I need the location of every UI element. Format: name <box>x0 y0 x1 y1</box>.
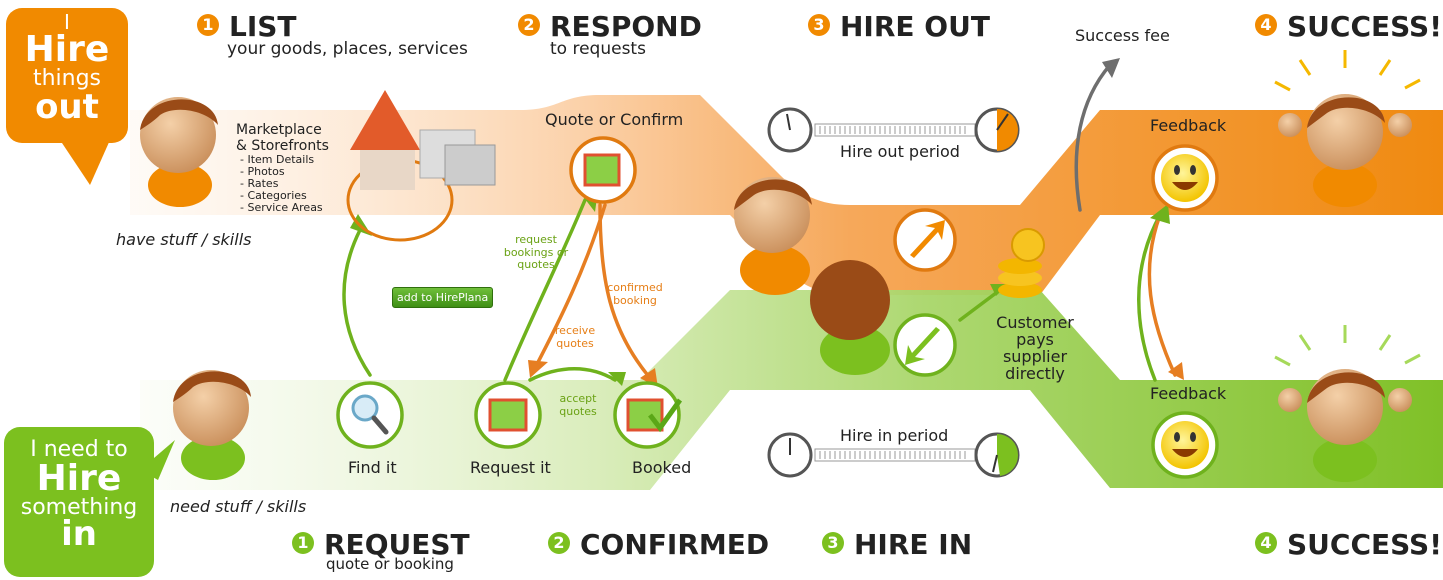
step-title: HIRE IN <box>854 528 973 561</box>
marketplace-item: - Item Details <box>240 153 315 166</box>
step-title: HIRE OUT <box>840 10 990 43</box>
customer-pays-line: pays <box>1016 330 1054 349</box>
step-number: 1 <box>292 532 314 554</box>
success-fee-label: Success fee <box>1075 26 1170 45</box>
feedback-bottom-label: Feedback <box>1150 384 1227 403</box>
step-number: 2 <box>518 14 540 36</box>
smiley-top <box>1151 144 1219 212</box>
arrow-label-line: quotes <box>559 404 597 418</box>
booked-label: Booked <box>632 458 692 477</box>
person-icon-success-bottom <box>1274 325 1421 482</box>
customer-pays-line: supplier <box>1002 347 1068 366</box>
customer-pays-text: Customer pays supplier directly <box>985 314 1085 382</box>
step-title: CONFIRMED <box>580 528 770 561</box>
step-number: 2 <box>548 532 570 554</box>
need-stuff-caption: need stuff / skills <box>170 497 307 516</box>
marketplace-item: - Photos <box>240 165 285 178</box>
arrow-label-line: quotes <box>556 336 594 350</box>
accept-quotes-label: accept quotes <box>548 392 608 418</box>
arrow-label-line: accept <box>559 392 597 405</box>
arrow-label-line: booking <box>613 293 657 307</box>
have-stuff-caption: have stuff / skills <box>116 230 252 249</box>
find-it-circle <box>336 381 404 449</box>
step-confirmed: 2 CONFIRMED <box>548 528 769 561</box>
person-icon-supplier-top <box>140 97 218 207</box>
confirmed-booking-label: confirmed booking <box>600 281 670 307</box>
marketplace-title: Marketplace <box>236 122 322 138</box>
green-band <box>140 290 1443 490</box>
transfer-circle-orange <box>893 208 957 272</box>
step-number: 1 <box>197 14 219 36</box>
step-title: SUCCESS! <box>1287 528 1442 561</box>
hire-things-out-badge: I Hire things out <box>6 8 128 143</box>
step-hire-in: 3 HIRE IN <box>822 528 972 561</box>
hire-out-period-label: Hire out period <box>840 142 960 161</box>
step-subtitle: quote or booking <box>326 555 454 573</box>
receive-quotes-label: receive quotes <box>540 324 610 350</box>
quote-confirm-label: Quote or Confirm <box>545 110 684 129</box>
badge-line: things <box>32 66 102 91</box>
person-icon-success-top <box>1274 50 1421 207</box>
step-hire-out: 3 HIRE OUT <box>808 10 990 43</box>
badge-line: Hire <box>36 458 122 499</box>
step-list: 1 LIST your goods, places, services <box>197 10 468 59</box>
coins-stack-icon <box>998 228 1045 298</box>
marketplace-item: - Categories <box>240 189 307 202</box>
person-icon-customer-bottom <box>173 370 251 480</box>
step-number: 3 <box>822 532 844 554</box>
badge-line: something <box>20 495 138 520</box>
step-title: LIST <box>229 10 297 43</box>
marketplace-item: - Service Areas <box>240 201 323 214</box>
badge-line: out <box>35 87 99 127</box>
badge-line: I need to <box>30 437 128 462</box>
badge-line: I <box>64 10 70 34</box>
quote-confirm-circle <box>569 136 637 204</box>
arrow-label-line: request <box>515 233 557 246</box>
transfer-circle-green <box>893 313 957 377</box>
step-title: RESPOND <box>550 10 702 43</box>
arrow-label-line: confirmed <box>607 281 663 294</box>
customer-pays-line: Customer <box>996 313 1074 332</box>
request-bookings-label: request bookings or quotes <box>496 233 576 272</box>
marketplace-title: & Storefronts <box>236 138 329 154</box>
find-it-label: Find it <box>348 458 397 477</box>
step-number: 3 <box>808 14 830 36</box>
step-success-top: 4 SUCCESS! <box>1255 10 1442 43</box>
hire-in-period-label: Hire in period <box>840 426 949 445</box>
customer-pays-line: directly <box>1005 364 1065 383</box>
marketplace-illustration <box>346 90 496 242</box>
booked-circle <box>613 381 683 449</box>
timer-hire-out <box>767 107 1020 153</box>
badge-line: Hire <box>24 29 110 70</box>
smiley-bottom <box>1151 411 1219 479</box>
request-it-label: Request it <box>470 458 551 477</box>
step-title: REQUEST <box>324 528 470 561</box>
step-number: 4 <box>1255 532 1277 554</box>
person-icon-handshake <box>734 177 890 375</box>
arrow-label-line: bookings or <box>503 245 569 259</box>
step-subtitle: your goods, places, services <box>227 39 468 59</box>
arrow-label-line: receive <box>554 324 596 337</box>
timer-hire-in <box>767 432 1020 478</box>
step-success-bottom: 4 SUCCESS! <box>1255 528 1442 561</box>
request-it-circle <box>474 381 542 449</box>
step-respond: 2 RESPOND to requests <box>518 10 702 59</box>
marketplace-item: - Rates <box>240 177 279 190</box>
add-to-hireplana-button[interactable]: add to HirePlana <box>392 287 494 308</box>
marketplace-text: Marketplace & Storefronts - Item Details… <box>236 122 329 214</box>
need-to-hire-badge: I need to Hire something in <box>4 427 154 577</box>
arrow-label-line: quotes <box>517 258 555 272</box>
step-request: 1 REQUEST quote or booking <box>292 528 470 573</box>
step-number: 4 <box>1255 14 1277 36</box>
feedback-top-label: Feedback <box>1150 116 1227 135</box>
step-subtitle: to requests <box>550 39 646 59</box>
step-title: SUCCESS! <box>1287 10 1442 43</box>
badge-line: in <box>61 514 97 554</box>
